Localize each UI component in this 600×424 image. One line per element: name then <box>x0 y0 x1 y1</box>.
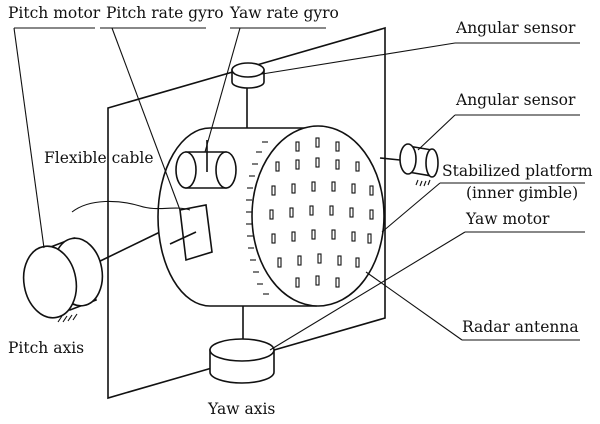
yaw-rate-gyro <box>175 140 237 189</box>
pitch-axis-shaft-right <box>379 157 401 161</box>
label-stabilized-platform: Stabilized platform <box>442 162 593 180</box>
label-radar-antenna: Radar antenna <box>462 318 579 336</box>
label-yaw-motor: Yaw motor <box>465 210 550 228</box>
yaw-motor-cylinder <box>209 338 275 384</box>
angular-sensor-right <box>399 143 439 187</box>
label-pitch-rate-gyro: Pitch rate gyro <box>106 4 224 22</box>
label-angular-sensor-top: Angular sensor <box>455 19 576 37</box>
label-inner-gimble: (inner gimble) <box>466 184 578 202</box>
pitch-motor <box>22 236 104 323</box>
label-yaw-axis: Yaw axis <box>207 400 275 418</box>
angular-sensor-top <box>231 62 265 89</box>
label-flexible-cable: Flexible cable <box>44 149 154 167</box>
label-yaw-rate-gyro: Yaw rate gyro <box>229 4 339 22</box>
label-pitch-axis: Pitch axis <box>8 339 84 357</box>
pitch-axis-shaft-left <box>91 231 161 266</box>
label-angular-sensor-right: Angular sensor <box>455 91 576 109</box>
pitch-rate-gyro <box>169 204 213 262</box>
radar-antenna-slots <box>269 137 374 288</box>
leader-lines <box>13 27 585 351</box>
label-pitch-motor: Pitch motor <box>8 4 101 22</box>
flexible-cable <box>71 200 191 213</box>
radar-antenna-disk <box>251 125 385 307</box>
